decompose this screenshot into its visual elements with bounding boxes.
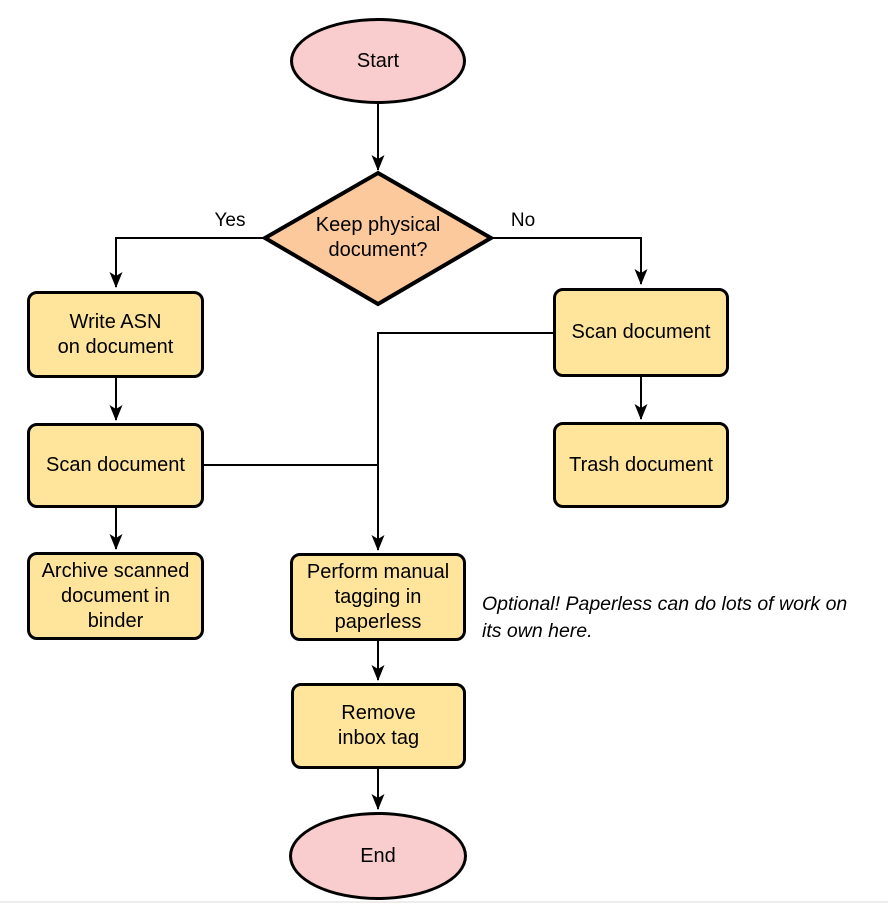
edge-decision-no-to-scan-right [490, 237, 648, 285]
process-node-write-asn: Write ASN on document [27, 291, 204, 378]
optional-annotation: Optional! Paperless can do lots of work … [482, 593, 848, 642]
edge-scan-right-to-tagging [371, 332, 553, 551]
remove-inbox-tag-label: Remove inbox tag [337, 702, 420, 749]
scan-document-left-label: Scan document [46, 454, 185, 476]
end-node: End [289, 812, 467, 900]
process-node-remove-inbox-tag: Remove inbox tag [291, 683, 466, 769]
scan-document-right-label: Scan document [571, 321, 711, 343]
write-asn-label: Write ASN on document [57, 310, 174, 358]
edge-label-yes: Yes [206, 210, 254, 232]
decision-node-shape [261, 170, 495, 307]
manual-tagging-label: Perform manual tagging in paperless [306, 560, 450, 633]
archive-binder-label: Archive scanned document in binder [41, 559, 190, 632]
bottom-divider [0, 901, 888, 903]
process-node-scan-document-right: Scan document [553, 288, 729, 377]
edge-decision-yes-to-write-asn [109, 237, 266, 288]
decision-node-label: Keep physical document? [315, 214, 441, 261]
start-node-label: Start [356, 49, 400, 72]
edge-label-no: No [500, 210, 546, 232]
process-node-scan-document-left: Scan document [27, 423, 204, 508]
process-node-manual-tagging: Perform manual tagging in paperless [290, 553, 466, 641]
process-node-trash-document: Trash document [553, 422, 729, 508]
decision-node: Keep physical document? [283, 203, 473, 273]
start-node: Start [290, 18, 466, 104]
end-node-label: End [360, 844, 396, 867]
trash-document-label: Trash document [569, 453, 713, 476]
process-node-archive-binder: Archive scanned document in binder [27, 552, 204, 640]
